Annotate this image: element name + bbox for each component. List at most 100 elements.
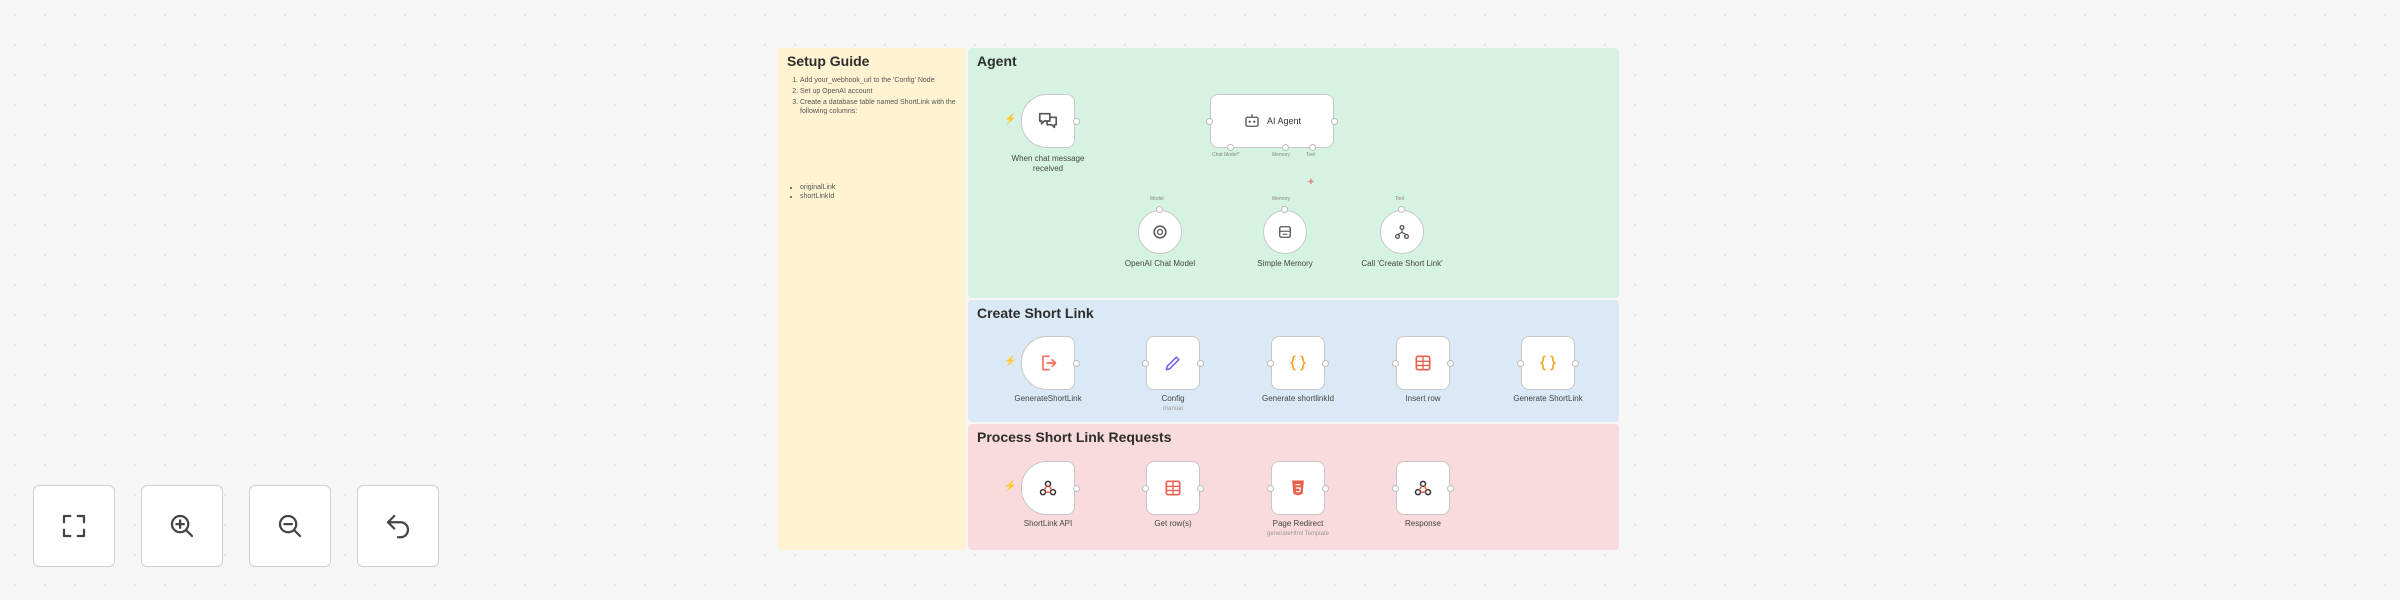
- webhook-icon: [1039, 480, 1057, 496]
- node-generate-shortlink[interactable]: [1521, 336, 1575, 390]
- connection-label: Tool: [1395, 196, 1405, 202]
- zoom-in-icon: [170, 514, 194, 538]
- zoom-out-button[interactable]: [249, 485, 331, 567]
- html5-icon: [1292, 480, 1304, 496]
- section-title-agent: Agent: [977, 53, 1017, 69]
- input-port[interactable]: [1267, 360, 1274, 367]
- section-title-process: Process Short Link Requests: [977, 429, 1172, 445]
- input-port[interactable]: [1156, 206, 1163, 213]
- zoom-in-button[interactable]: [141, 485, 223, 567]
- node-generate-trigger[interactable]: [1021, 336, 1075, 390]
- setup-step: Create a database table named ShortLink …: [800, 98, 970, 116]
- node-label: ShortLink API: [1023, 519, 1073, 528]
- node-generate-id[interactable]: [1271, 336, 1325, 390]
- trigger-bolt-icon: ⚡: [1004, 481, 1017, 492]
- trigger-bolt-icon: ⚡: [1004, 114, 1017, 125]
- node-response[interactable]: [1396, 461, 1450, 515]
- output-port[interactable]: [1447, 485, 1454, 492]
- tool-port[interactable]: [1309, 144, 1316, 151]
- pencil-icon: [1165, 356, 1180, 371]
- plus-icon[interactable]: ✚: [1308, 179, 1314, 186]
- column-item: shortLinkId: [800, 192, 960, 201]
- node-label: GenerateShortLink: [1014, 394, 1082, 403]
- input-port[interactable]: [1267, 485, 1274, 492]
- node-label: Call 'Create Short Link': [1361, 259, 1443, 268]
- input-port[interactable]: [1142, 485, 1149, 492]
- output-port[interactable]: [1197, 360, 1204, 367]
- input-port[interactable]: [1392, 360, 1399, 367]
- setup-guide-steps: Add your_webhook_url to the 'Config' Nod…: [788, 76, 970, 118]
- node-call-tool[interactable]: [1380, 210, 1424, 254]
- code-braces-icon: [1290, 355, 1306, 371]
- output-port[interactable]: [1447, 360, 1454, 367]
- ai-agent-label: AI Agent: [1266, 116, 1302, 126]
- input-port[interactable]: [1392, 485, 1399, 492]
- input-port[interactable]: [1517, 360, 1524, 367]
- fit-view-icon: [62, 514, 86, 538]
- output-port[interactable]: [1073, 485, 1080, 492]
- input-port[interactable]: [1142, 360, 1149, 367]
- node-label: Generate shortlinkId: [1261, 394, 1335, 403]
- table-icon: [1165, 480, 1181, 496]
- connection-label: Chat Model*: [1212, 152, 1240, 158]
- webhook-icon: [1414, 480, 1432, 496]
- output-port[interactable]: [1322, 360, 1329, 367]
- node-page-redirect[interactable]: [1271, 461, 1325, 515]
- input-port[interactable]: [1281, 206, 1288, 213]
- memory-port[interactable]: [1282, 144, 1289, 151]
- node-sublabel: generateHtml Template: [1267, 531, 1329, 537]
- node-label: Config: [1161, 394, 1185, 403]
- output-port[interactable]: [1073, 360, 1080, 367]
- model-port[interactable]: [1227, 144, 1234, 151]
- setup-guide-columns: originalLink shortLinkId: [788, 183, 960, 201]
- node-webhook[interactable]: [1021, 461, 1075, 515]
- input-port[interactable]: [1398, 206, 1405, 213]
- output-port[interactable]: [1572, 360, 1579, 367]
- output-port[interactable]: [1322, 485, 1329, 492]
- node-label: Page Redirect: [1272, 519, 1324, 528]
- node-insert-row[interactable]: [1396, 336, 1450, 390]
- setup-guide-title: Setup Guide: [787, 53, 870, 69]
- connection-label: Memory: [1272, 152, 1291, 158]
- node-label: When chat message received: [1011, 154, 1085, 173]
- setup-guide-note[interactable]: Setup Guide Add your_webhook_url to the …: [778, 48, 966, 550]
- zoom-out-icon: [278, 514, 302, 538]
- column-item: originalLink: [800, 183, 960, 192]
- reset-zoom-icon: [386, 514, 410, 539]
- node-config[interactable]: [1146, 336, 1200, 390]
- setup-step: Set up OpenAI account: [800, 87, 970, 96]
- trigger-bolt-icon: ⚡: [1004, 356, 1017, 367]
- execute-workflow-icon: [1042, 355, 1057, 371]
- robot-icon: [1245, 114, 1259, 127]
- node-chat-trigger[interactable]: [1021, 94, 1075, 148]
- node-label: Insert row: [1405, 394, 1441, 403]
- agent-section[interactable]: Agent: [968, 48, 1619, 298]
- database-icon: [1279, 226, 1291, 238]
- openai-icon: [1153, 225, 1167, 239]
- sitemap-icon: [1394, 224, 1410, 240]
- node-ai-agent[interactable]: AI Agent: [1210, 94, 1334, 148]
- output-port[interactable]: [1073, 118, 1080, 125]
- section-title-create: Create Short Link: [977, 305, 1094, 321]
- connection-label: Memory: [1272, 196, 1291, 202]
- connection-label: Model: [1150, 196, 1164, 202]
- chat-icon: [1038, 112, 1058, 129]
- output-port[interactable]: [1197, 485, 1204, 492]
- output-port[interactable]: [1331, 118, 1338, 125]
- node-label: Get row(s): [1154, 519, 1192, 528]
- node-label: Response: [1404, 519, 1442, 528]
- input-port[interactable]: [1206, 118, 1213, 125]
- node-get-rows[interactable]: [1146, 461, 1200, 515]
- node-label: Generate ShortLink: [1513, 394, 1583, 403]
- node-sublabel: manual: [1163, 406, 1183, 412]
- node-openai-chat-model[interactable]: [1138, 210, 1182, 254]
- node-label: OpenAI Chat Model: [1124, 259, 1196, 268]
- node-label: Simple Memory: [1257, 259, 1313, 268]
- code-braces-icon: [1540, 355, 1556, 371]
- setup-step: Add your_webhook_url to the 'Config' Nod…: [800, 76, 970, 85]
- node-simple-memory[interactable]: [1263, 210, 1307, 254]
- fit-view-button[interactable]: [33, 485, 115, 567]
- reset-zoom-button[interactable]: [357, 485, 439, 567]
- table-icon: [1415, 355, 1431, 371]
